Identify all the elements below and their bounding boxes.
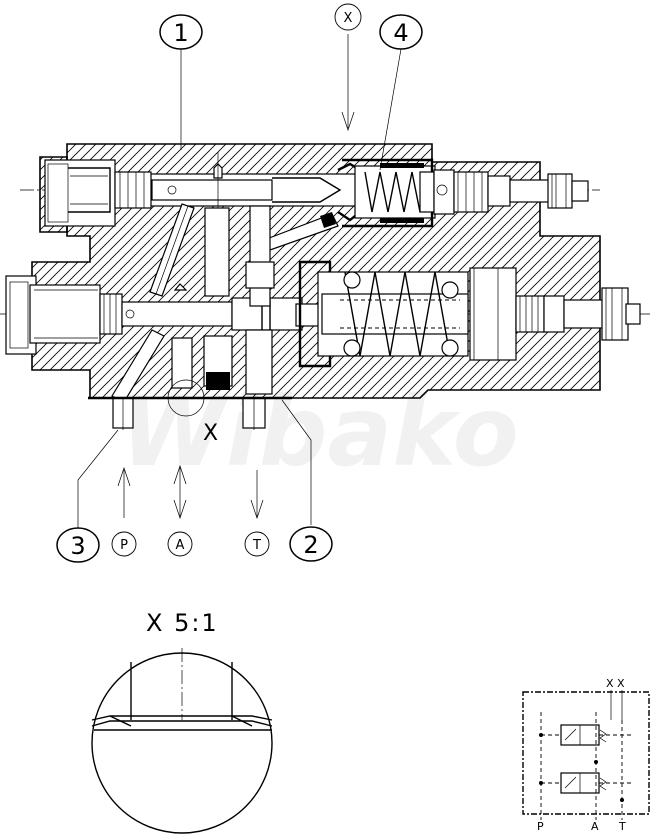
detail-x-marker: X (203, 421, 218, 446)
diagonal-channels (111, 203, 195, 403)
port-t-label: T (252, 538, 261, 553)
schematic-port-p: P (537, 820, 544, 833)
schematic-port-a: A (591, 820, 599, 833)
port-p-label: P (120, 538, 128, 553)
balloon-view-x: X (334, 3, 362, 132)
detail-x-circle (167, 379, 205, 417)
schematic-port-t: T (618, 820, 626, 833)
balloon-4: 4 (379, 14, 423, 171)
port-a-label: A (176, 538, 185, 553)
balloon-2-label: 2 (303, 531, 318, 559)
port-a: A (167, 464, 193, 557)
bottom-port-stubs (88, 396, 292, 430)
view-x-label: X (344, 11, 353, 26)
balloon-2: 2 (281, 399, 333, 562)
balloon-1: 1 (159, 14, 203, 150)
upper-spring-housing (342, 158, 589, 228)
schematic-x2: X (617, 677, 625, 690)
hydraulic-schematic: X X P A T (522, 677, 650, 833)
lower-main-bore (5, 260, 641, 368)
detail-x-view (91, 648, 273, 834)
balloon-4-label: 4 (393, 19, 408, 47)
port-p: P (111, 466, 137, 557)
balloon-3: 3 (56, 429, 119, 563)
detail-title: X 5:1 (146, 609, 219, 637)
balloon-3-label: 3 (70, 532, 85, 560)
vertical-channels (171, 205, 275, 395)
balloon-1-label: 1 (173, 19, 188, 47)
schematic-x1: X (606, 677, 614, 690)
port-t: T (244, 470, 270, 557)
